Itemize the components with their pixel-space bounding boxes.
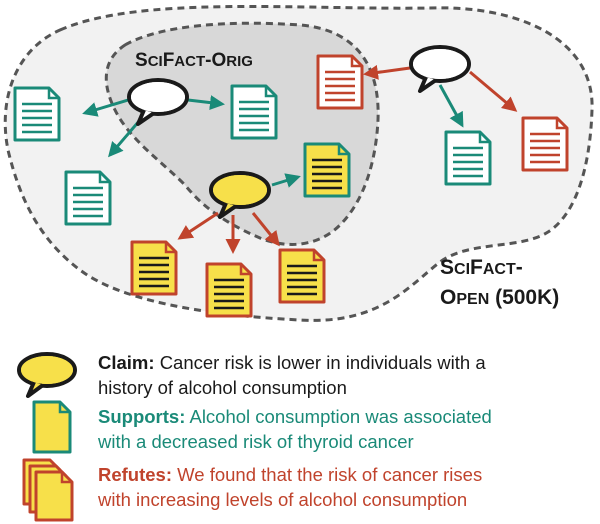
supports-document-icon xyxy=(32,400,72,454)
legend-supports-text-line1: Alcohol consumption was associated xyxy=(189,406,492,427)
legend-refutes-text-line1: We found that the risk of cancer rises xyxy=(177,464,483,485)
scifact-open-label-line1: SCIFACT- xyxy=(440,256,523,279)
doc-supports-right xyxy=(444,130,492,186)
scifact-orig-label: SCIFACT-ORIG xyxy=(135,50,253,71)
doc-supports-left xyxy=(13,86,61,142)
doc-supports-bottom xyxy=(64,170,112,226)
arrow-yellow-claim-to-yellow-doc xyxy=(271,173,301,188)
doc-refutes-top xyxy=(316,54,364,110)
doc-supports-mid xyxy=(230,84,278,140)
legend-supports-label: Supports: xyxy=(98,406,186,427)
legend-claim: Claim: Cancer risk is lower in individua… xyxy=(98,350,598,400)
arrow-yellow-claim-to-red1 xyxy=(177,211,219,240)
legend-refutes-label: Refutes: xyxy=(98,464,173,485)
scifact-diagram: SCIFACT-ORIG SCIFACT- OPEN (500K) xyxy=(3,4,594,322)
legend-supports-text-line2: with a decreased risk of thyroid cancer xyxy=(98,431,414,452)
legend-refutes-text-line2: with increasing levels of alcohol consum… xyxy=(98,489,468,510)
arrow-right-claim-to-red-right xyxy=(469,70,518,112)
arrow-left-claim-to-bottom-doc xyxy=(108,119,142,158)
legend-supports: Supports: Alcohol consumption was associ… xyxy=(98,404,598,454)
arrow-yellow-claim-to-red3 xyxy=(251,212,280,247)
arrow-right-claim-to-green xyxy=(438,84,464,128)
scifact-open-label-line2: OPEN (500K) xyxy=(440,286,559,309)
doc-refutes-yellow-2 xyxy=(205,262,253,318)
doc-refutes-yellow-1 xyxy=(130,240,178,296)
doc-refutes-right xyxy=(521,116,569,172)
legend-refutes: Refutes: We found that the risk of cance… xyxy=(98,462,598,512)
claim-bubble-icon xyxy=(17,352,77,398)
legend-claim-label: Claim: xyxy=(98,352,155,373)
arrows xyxy=(82,64,518,254)
refutes-document-stack-icon xyxy=(22,458,74,522)
legend: Claim: Cancer risk is lower in individua… xyxy=(0,340,600,524)
arrow-left-claim-to-mid-doc xyxy=(187,95,225,111)
doc-refutes-yellow-3 xyxy=(278,248,326,304)
doc-supports-yellow xyxy=(303,142,351,198)
legend-claim-text-line2: history of alcohol consumption xyxy=(98,377,347,398)
legend-claim-text-line1: Cancer risk is lower in individuals with… xyxy=(159,352,486,373)
arrow-left-claim-to-left-doc xyxy=(82,98,129,117)
arrow-right-claim-to-red-left xyxy=(363,64,411,80)
